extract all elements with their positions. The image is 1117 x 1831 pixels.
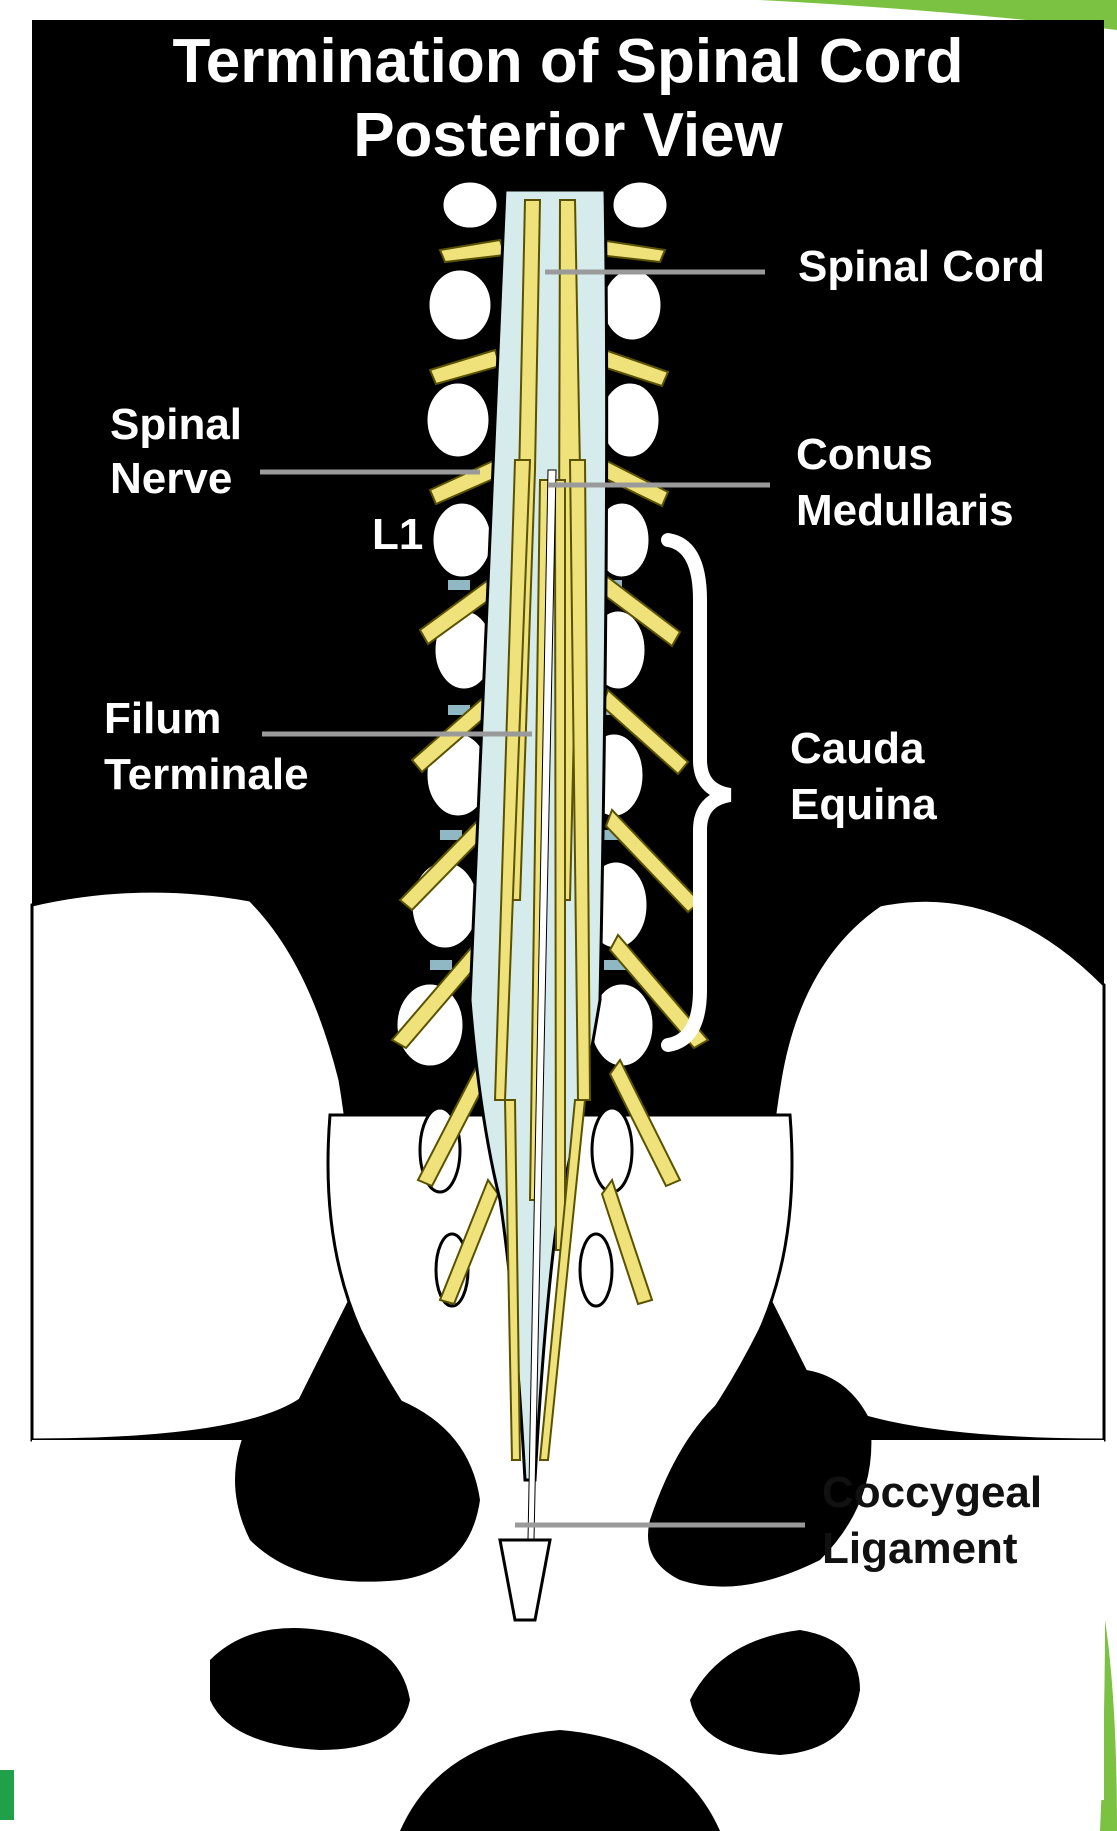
title-line-1: Termination of Spinal Cord	[172, 27, 964, 96]
cauda-equina-brace	[661, 533, 732, 1052]
title-line-2: Posterior View	[353, 101, 783, 170]
cauda-equina-roots	[493, 199, 592, 1461]
right-obturator	[690, 1630, 860, 1755]
slide-accent-top	[760, 0, 1117, 30]
coccyx	[498, 1538, 552, 1622]
label-spinal-nerve-line2: Nerve	[110, 454, 233, 503]
label-coccygeal-line1: Coccygeal	[822, 1468, 1043, 1517]
slide-accent-right	[1100, 1620, 1117, 1831]
leader-lines	[260, 269, 805, 1528]
label-cauda-line2: Equina	[790, 780, 937, 829]
slide-accent-left	[0, 1770, 14, 1820]
label-l1: L1	[372, 510, 424, 559]
label-cauda-line1: Cauda	[790, 724, 925, 773]
pubic-arch	[400, 1730, 720, 1831]
left-obturator	[210, 1628, 410, 1750]
spinal-nerves	[390, 238, 710, 1306]
label-spinal-cord: Spinal Cord	[798, 242, 1045, 291]
label-conus-line2: Medullaris	[796, 486, 1014, 535]
label-spinal-nerve-line1: Spinal	[110, 400, 243, 449]
label-filum-line1: Filum	[104, 694, 222, 743]
label-filum-line2: Terminale	[104, 750, 309, 799]
right-foramen-upper	[648, 1368, 872, 1587]
right-hip-bone	[765, 898, 1106, 1442]
label-coccygeal-line2: Ligament	[822, 1524, 1018, 1573]
left-foramen-upper	[235, 1397, 480, 1582]
label-conus-line1: Conus	[796, 430, 933, 479]
left-hip-bone	[30, 889, 355, 1442]
